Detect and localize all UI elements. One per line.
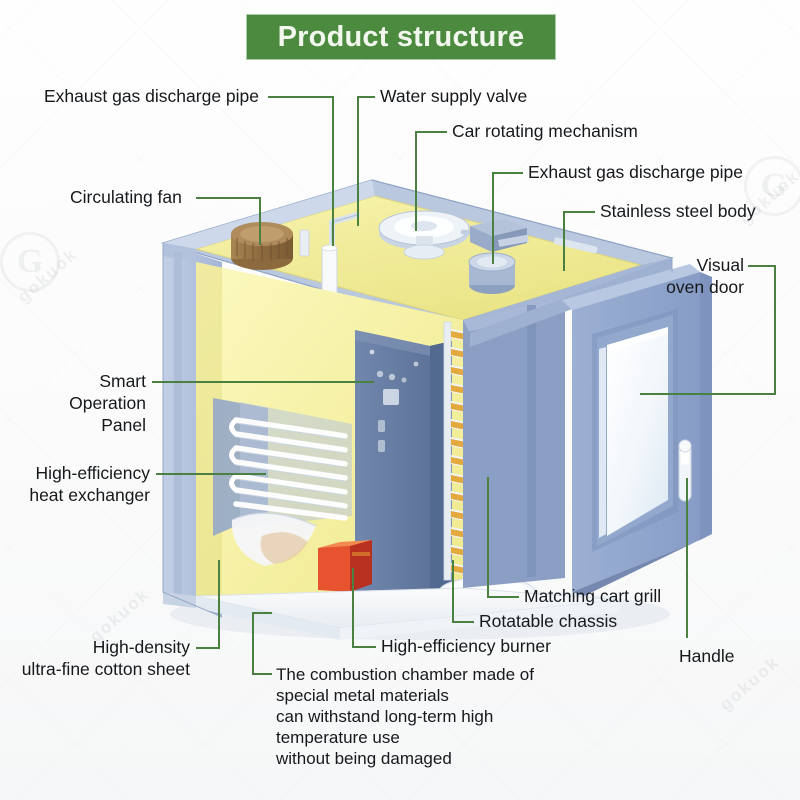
leader-combustion-h-top [252, 612, 272, 614]
leader-combustion-h [252, 673, 272, 675]
leader-exhaust-right-v [492, 172, 494, 264]
leader-rotatable-chassis-h [452, 621, 474, 623]
label-smart-operation-panel-line2: Operation [69, 393, 146, 413]
exhaust-cylinder-part [468, 252, 516, 294]
leader-water-valve-h [357, 96, 375, 98]
leader-cotton-v [218, 560, 220, 647]
label-high-efficiency-burner: High-efficiency burner [381, 636, 551, 656]
label-combustion-chamber-line4: temperature use [276, 728, 400, 747]
label-circulating-fan: Circulating fan [70, 187, 182, 207]
label-car-rotating-mechanism: Car rotating mechanism [452, 121, 638, 141]
label-high-efficiency-heat-exchanger-line2: heat exchanger [29, 485, 150, 505]
label-rotatable-chassis: Rotatable chassis [479, 611, 618, 631]
label-high-density-cotton-line1: High-density [92, 637, 190, 657]
label-stainless-steel-body: Stainless steel body [600, 201, 756, 221]
leader-stainless-v [563, 211, 565, 271]
label-visual-oven-door-line2: oven door [666, 277, 744, 297]
label-handle: Handle [679, 646, 735, 666]
handle-part [678, 439, 692, 502]
label-high-efficiency-heat-exchanger-line1: High-efficiency [35, 463, 150, 483]
label-smart-operation-panel-line3: Panel [101, 415, 146, 435]
leader-exhaust-top-left-h [268, 96, 334, 98]
leader-stainless-h [563, 211, 595, 213]
label-combustion-chamber-line1: The combustion chamber made of [276, 665, 534, 684]
label-exhaust-gas-discharge-pipe-top-left: Exhaust gas discharge pipe [44, 86, 259, 106]
watermark-logo: G [744, 156, 800, 216]
leader-combustion-v [252, 612, 254, 673]
leader-cart-grill-h [487, 596, 519, 598]
label-high-density-cotton-line2: ultra-fine cotton sheet [21, 659, 190, 679]
label-water-supply-valve: Water supply valve [380, 86, 528, 106]
leader-exhaust-right-h [492, 172, 523, 174]
high-efficiency-burner-part [318, 540, 372, 592]
page-title-text: Product structure [277, 20, 525, 53]
label-combustion-chamber-line3: can withstand long-term high [276, 707, 494, 726]
leader-car-rotating-h [415, 131, 447, 133]
leader-cotton-h [196, 647, 220, 649]
heat-exchanger-part [213, 398, 352, 566]
label-combustion-chamber-line5: without being damaged [276, 749, 452, 768]
leader-circulating-fan-v [259, 197, 261, 245]
leader-burner-h [352, 646, 376, 648]
circulating-fan-part [231, 222, 293, 270]
leader-water-valve-v [357, 96, 359, 226]
visual-oven-door-part [562, 264, 712, 596]
leader-circulating-fan-h [196, 197, 261, 199]
leader-smart-panel-h [152, 381, 374, 383]
label-smart-operation-panel-line1: Smart [99, 371, 146, 391]
leader-heat-exchanger-h [156, 473, 266, 475]
watermark-logo: G [0, 232, 60, 292]
leader-visual-door-h1 [748, 265, 776, 267]
leader-exhaust-top-left-v [332, 96, 334, 246]
label-matching-cart-grill: Matching cart grill [524, 586, 662, 606]
leader-burner-v [352, 568, 354, 646]
leader-handle-v [686, 478, 688, 638]
label-exhaust-gas-discharge-pipe-right: Exhaust gas discharge pipe [528, 162, 743, 182]
leader-visual-door-v [774, 265, 776, 395]
page-title: Product structure [246, 14, 556, 60]
leader-cart-grill-v [487, 477, 489, 596]
leader-rotatable-chassis-v [452, 560, 454, 621]
label-combustion-chamber-line2: special metal materials [276, 686, 449, 705]
leader-visual-door-h2 [640, 393, 776, 395]
car-rotating-mechanism-part [378, 210, 500, 260]
label-visual-oven-door-line1: Visual [696, 255, 744, 275]
leader-car-rotating-v [415, 131, 417, 231]
drive-unit-part [470, 219, 529, 252]
